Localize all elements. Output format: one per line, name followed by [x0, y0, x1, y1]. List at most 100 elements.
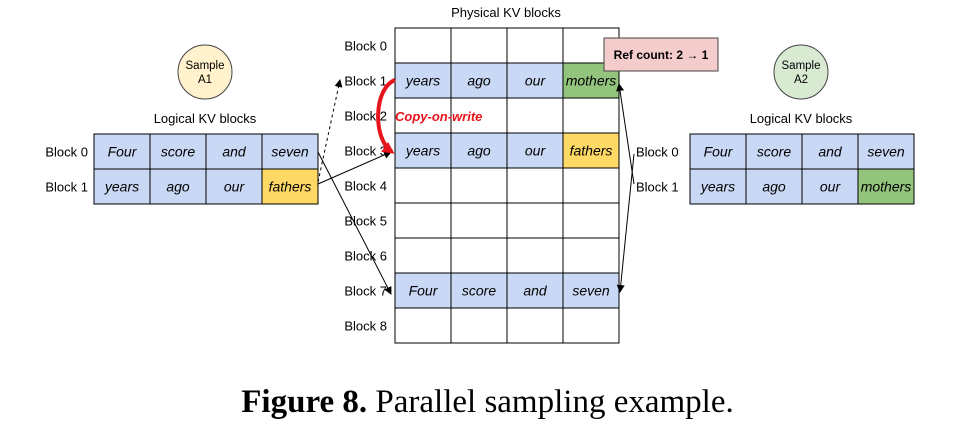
logical-cell-token: Four — [704, 144, 734, 160]
physical-block-label: Block 6 — [344, 249, 387, 264]
caption-figure-number: Figure 8. — [241, 384, 368, 420]
physical-cell — [562, 307, 620, 344]
ref-count-box — [603, 37, 719, 72]
physical-cell-token: fathers — [570, 143, 613, 159]
logical-block-label: Block 1 — [636, 180, 679, 195]
physical-cell — [562, 237, 620, 274]
logical-cell-token: our — [820, 179, 842, 195]
physical-cell — [450, 307, 508, 344]
physical-cell — [506, 202, 564, 239]
logical-cell-token: our — [224, 179, 246, 195]
logical-cell — [745, 168, 803, 205]
logical-block-label: Block 0 — [45, 145, 88, 160]
physical-cell — [394, 97, 452, 134]
logical-cell-token: and — [818, 144, 843, 160]
a1-block1-to-physical3-arrow — [317, 151, 392, 185]
physical-block-label: Block 3 — [344, 144, 387, 159]
physical-cell-token: ago — [467, 143, 491, 159]
physical-cell — [506, 307, 564, 344]
physical-cell-token: Four — [409, 283, 439, 299]
logical-cell-token: years — [700, 179, 735, 195]
physical-cell — [394, 132, 452, 169]
sample-a2-logical-title: Logical KV blocks — [750, 111, 853, 126]
physical-cell — [506, 27, 564, 64]
physical-cell — [450, 202, 508, 239]
sample-label-line: A2 — [794, 74, 808, 86]
physical-cell — [450, 167, 508, 204]
physical-cell — [506, 237, 564, 274]
a2-block0-to-physical7-arrow — [616, 153, 635, 293]
logical-cell — [93, 133, 151, 170]
logical-cell-token: score — [757, 144, 791, 160]
logical-cell — [205, 168, 263, 205]
logical-cell — [149, 168, 207, 205]
logical-cell-token: Four — [108, 144, 138, 160]
ref-count-label: Ref count: 2 → 1 — [614, 48, 709, 62]
physical-cell — [394, 62, 452, 99]
physical-cell — [562, 167, 620, 204]
logical-cell-token: ago — [762, 179, 786, 195]
physical-cell — [562, 97, 620, 134]
physical-cell — [562, 132, 620, 169]
logical-block-label: Block 0 — [636, 145, 679, 160]
logical-cell — [149, 133, 207, 170]
a1-block1-to-physical1-arrow — [317, 79, 343, 183]
physical-cell — [394, 237, 452, 274]
logical-cell — [857, 133, 915, 170]
physical-block-label: Block 4 — [344, 179, 387, 194]
physical-cell-token: and — [523, 283, 548, 299]
logical-cell — [205, 133, 263, 170]
logical-cell-token: fathers — [269, 179, 312, 195]
physical-cell-token: years — [405, 143, 440, 159]
physical-kv-title: Physical KV blocks — [451, 5, 561, 20]
a1-block0-to-physical7-arrow — [317, 151, 392, 295]
sample-a1-circle — [177, 44, 233, 100]
physical-cell — [506, 167, 564, 204]
physical-block-label: Block 1 — [344, 74, 387, 89]
sample-label-line: Sample — [186, 60, 225, 72]
copy-on-write-arrow — [376, 78, 397, 154]
physical-cell — [394, 167, 452, 204]
logical-cell — [689, 133, 747, 170]
logical-cell-token: seven — [271, 144, 309, 160]
physical-cell-token: ago — [467, 73, 491, 89]
logical-cell — [801, 168, 859, 205]
physical-cell-token: our — [525, 143, 547, 159]
physical-cell — [394, 272, 452, 309]
physical-block-label: Block 7 — [344, 284, 387, 299]
sample-label-line: Sample — [782, 60, 821, 72]
physical-block-label: Block 0 — [344, 39, 387, 54]
figure-caption: Figure 8. Parallel sampling example. — [0, 384, 975, 421]
physical-cell — [394, 307, 452, 344]
logical-block-label: Block 1 — [45, 180, 88, 195]
physical-cell-token: score — [462, 283, 496, 299]
physical-cell-token: seven — [572, 283, 610, 299]
physical-block-label: Block 2 — [344, 109, 387, 124]
physical-block-label: Block 8 — [344, 319, 387, 334]
logical-cell-token: years — [104, 179, 139, 195]
sample-a1-logical-title: Logical KV blocks — [154, 111, 257, 126]
logical-cell — [689, 168, 747, 205]
physical-cell — [450, 27, 508, 64]
physical-cell — [394, 202, 452, 239]
logical-cell — [93, 168, 151, 205]
logical-cell-token: and — [222, 144, 247, 160]
a2-block1-to-physical1-arrow — [616, 83, 635, 185]
physical-cell-token: mothers — [566, 73, 617, 89]
logical-cell — [857, 168, 915, 205]
physical-cell — [450, 237, 508, 274]
physical-cell — [450, 132, 508, 169]
caption-text: Parallel sampling example. — [367, 384, 734, 420]
physical-cell-token: years — [405, 73, 440, 89]
logical-cell-token: mothers — [861, 179, 912, 195]
logical-cell-token: score — [161, 144, 195, 160]
